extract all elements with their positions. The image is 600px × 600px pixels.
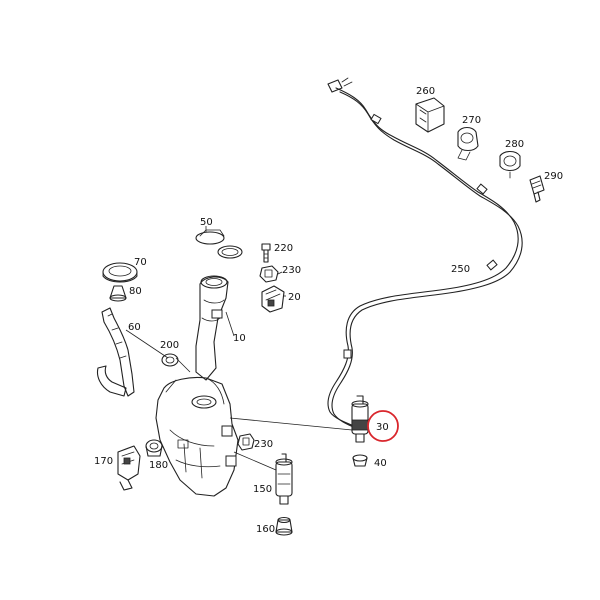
- label-200[interactable]: 200: [160, 340, 179, 351]
- label-260[interactable]: 260: [416, 86, 435, 97]
- label-270[interactable]: 270: [462, 115, 481, 126]
- bolt-220[interactable]: [261, 243, 271, 263]
- washer-hose[interactable]: [327, 77, 523, 429]
- grommet-180[interactable]: [145, 439, 163, 457]
- part-labels: 260 270 280 290 50 220 230 250 70 80 20 …: [94, 86, 563, 535]
- label-20[interactable]: 20: [288, 292, 301, 303]
- label-160[interactable]: 160: [256, 524, 275, 535]
- level-sensor-60[interactable]: [96, 307, 135, 397]
- clip-bracket-260[interactable]: [415, 97, 445, 133]
- hose-clip-270[interactable]: [457, 126, 479, 161]
- label-170[interactable]: 170: [94, 456, 113, 467]
- label-80[interactable]: 80: [129, 286, 142, 297]
- seal-160[interactable]: [275, 516, 293, 536]
- highlight-circle: [367, 410, 399, 442]
- plug-80[interactable]: [109, 285, 127, 302]
- grommet-70[interactable]: [102, 262, 138, 283]
- seal-40[interactable]: [352, 454, 368, 467]
- hose-clip-280[interactable]: [499, 150, 521, 179]
- label-30[interactable]: 30: [376, 422, 389, 433]
- label-150[interactable]: 150: [253, 484, 272, 495]
- label-50[interactable]: 50: [200, 217, 213, 228]
- label-70[interactable]: 70: [134, 257, 147, 268]
- label-230-upper[interactable]: 230: [282, 265, 301, 276]
- label-10[interactable]: 10: [233, 333, 246, 344]
- washer-pump-30[interactable]: [351, 395, 369, 443]
- label-40[interactable]: 40: [374, 458, 387, 469]
- nut-230-lower[interactable]: [237, 433, 255, 451]
- label-220[interactable]: 220: [274, 243, 293, 254]
- label-60[interactable]: 60: [128, 322, 141, 333]
- connector-170[interactable]: [117, 445, 141, 491]
- filler-cap-50[interactable]: [195, 229, 243, 259]
- label-290[interactable]: 290: [544, 171, 563, 182]
- label-230-lower[interactable]: 230: [254, 439, 273, 450]
- label-280[interactable]: 280: [505, 139, 524, 150]
- washer-pump-150[interactable]: [275, 453, 293, 505]
- leader-lines: [125, 226, 353, 471]
- reservoir-tank-10[interactable]: [155, 275, 239, 497]
- label-180[interactable]: 180: [149, 460, 168, 471]
- nut-230-upper[interactable]: [259, 265, 279, 283]
- label-250[interactable]: 250: [451, 264, 470, 275]
- sensor-20[interactable]: [261, 285, 285, 313]
- connector-290[interactable]: [529, 175, 545, 203]
